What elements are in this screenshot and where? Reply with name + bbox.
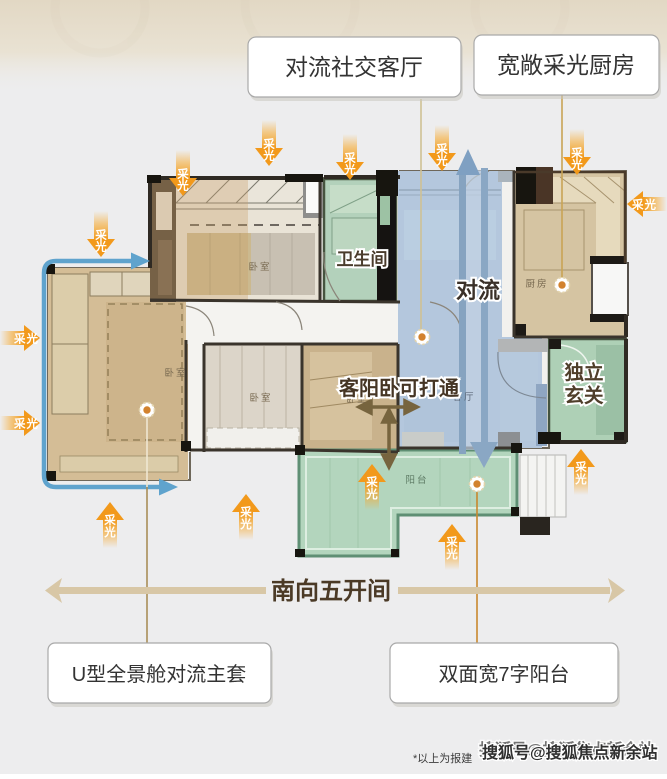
svg-text:光: 光 bbox=[365, 487, 378, 501]
svg-text:光: 光 bbox=[343, 163, 356, 177]
svg-text:采光: 采光 bbox=[631, 198, 657, 212]
svg-text:采: 采 bbox=[343, 151, 356, 165]
svg-text:采: 采 bbox=[239, 505, 252, 519]
svg-text:采: 采 bbox=[103, 513, 116, 527]
svg-text:卧室: 卧室 bbox=[249, 392, 272, 404]
svg-text:对流: 对流 bbox=[456, 278, 500, 303]
svg-text:独立: 独立 bbox=[564, 361, 603, 384]
svg-text:采: 采 bbox=[365, 475, 378, 489]
svg-text:采: 采 bbox=[435, 142, 448, 156]
svg-text:光: 光 bbox=[574, 472, 587, 486]
svg-text:客阳卧可打通: 客阳卧可打通 bbox=[338, 376, 459, 400]
svg-text:采: 采 bbox=[94, 228, 107, 242]
svg-text:光: 光 bbox=[570, 158, 583, 172]
svg-text:搜狐号@搜狐焦点新余站: 搜狐号@搜狐焦点新余站 bbox=[482, 743, 658, 762]
svg-text:采: 采 bbox=[574, 460, 587, 474]
svg-text:客厅: 客厅 bbox=[452, 391, 475, 403]
svg-text:光: 光 bbox=[445, 547, 458, 561]
svg-text:对流社交客厅: 对流社交客厅 bbox=[285, 54, 423, 80]
svg-text:卧室: 卧室 bbox=[248, 261, 271, 273]
svg-text:U型全景舱对流主套: U型全景舱对流主套 bbox=[72, 663, 246, 686]
svg-text:采: 采 bbox=[176, 167, 189, 181]
svg-text:双面宽7字阳台: 双面宽7字阳台 bbox=[438, 663, 569, 686]
svg-text:玄关: 玄关 bbox=[564, 384, 604, 407]
svg-text:南向五开间: 南向五开间 bbox=[271, 577, 391, 605]
svg-text:光: 光 bbox=[262, 149, 275, 163]
svg-text:光: 光 bbox=[94, 240, 107, 254]
svg-text:光: 光 bbox=[435, 154, 448, 168]
svg-text:采: 采 bbox=[262, 137, 275, 151]
svg-text:采光: 采光 bbox=[13, 332, 39, 346]
svg-text:卧室: 卧室 bbox=[346, 394, 367, 404]
svg-text:厨房: 厨房 bbox=[525, 278, 548, 290]
svg-text:阳台: 阳台 bbox=[405, 474, 428, 486]
svg-text:*以上为报建: *以上为报建 bbox=[413, 751, 472, 765]
svg-text:采: 采 bbox=[570, 146, 583, 160]
svg-text:光: 光 bbox=[176, 179, 189, 193]
svg-text:采: 采 bbox=[445, 535, 458, 549]
svg-text:采光: 采光 bbox=[13, 417, 39, 431]
svg-text:卫生间: 卫生间 bbox=[337, 249, 388, 269]
svg-text:宽敞采光厨房: 宽敞采光厨房 bbox=[497, 52, 635, 78]
svg-text:光: 光 bbox=[239, 517, 252, 531]
svg-text:搜狐号@搜狐焦点新余站: 搜狐号@搜狐焦点新余站 bbox=[479, 740, 655, 759]
svg-text:卧室: 卧室 bbox=[164, 367, 187, 379]
svg-text:光: 光 bbox=[103, 525, 116, 539]
